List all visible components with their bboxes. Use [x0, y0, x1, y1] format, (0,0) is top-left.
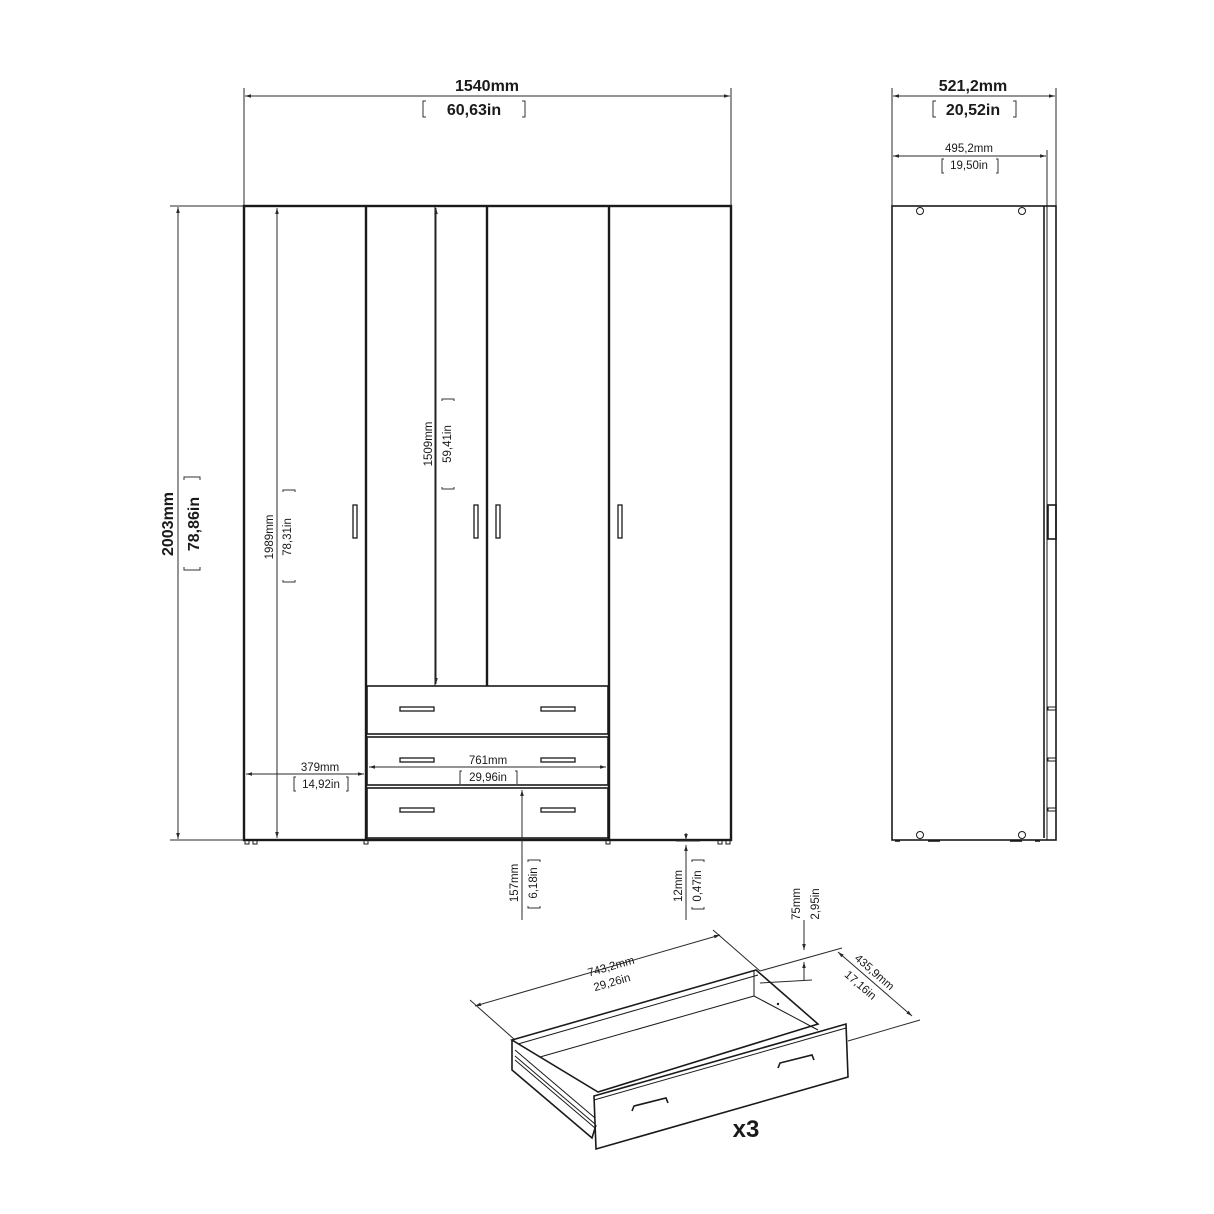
floor-clearance-mm: 12mm — [673, 870, 685, 902]
middle-section-width-mm: 761mm — [469, 755, 507, 767]
overall-height-mm: 2003mm — [160, 492, 177, 556]
cam-hole-icon — [916, 207, 924, 215]
cam-hole-icon — [916, 831, 924, 839]
overall-width-in: 60,63in — [447, 102, 501, 119]
front-view: 1540mm 60,63in 2003mm 78,86in — [160, 78, 733, 920]
carcass-depth-dimension: 495,2mm 19,50in — [893, 143, 1048, 206]
cam-hole-icon — [1018, 831, 1026, 839]
door-handle-3 — [495, 504, 501, 539]
cam-hole-icon — [1018, 207, 1026, 215]
upper-compartment-height-mm: 1509mm — [423, 422, 435, 467]
overall-width-mm: 1540mm — [455, 78, 519, 95]
feet — [244, 839, 731, 845]
drawer-detail: 743,2mm 29,26in 75mm 2,95in 435,9mm 17,1… — [469, 888, 921, 1151]
door-handle-4 — [617, 504, 623, 539]
drawer-width-dimension: 743,2mm 29,26in — [469, 929, 761, 1041]
upper-compartment-height-dimension: 1509mm 59,41in — [423, 208, 455, 684]
middle-section-width-dimension: 761mm 29,96in — [369, 755, 606, 786]
overall-width-dimension: 1540mm 60,63in — [243, 78, 732, 205]
drawer-bottom-height-mm: 157mm — [509, 864, 521, 902]
side-view: 521,2mm 20,52in 495,2mm 19,50in — [891, 78, 1057, 842]
overall-depth-mm: 521,2mm — [939, 78, 1008, 95]
drawer-height-mm: 75mm — [791, 888, 803, 920]
carcass-depth-in: 19,50in — [950, 160, 988, 172]
floor-clearance-dimension: 12mm 0,47in — [673, 833, 705, 920]
upper-compartment-height-in: 59,41in — [442, 425, 454, 463]
side-compartment-width-in: 14,92in — [302, 779, 340, 791]
overall-height-in: 78,86in — [186, 497, 203, 551]
interior-height-mm: 1989mm — [264, 515, 276, 560]
drawer-height-dimension: 75mm 2,95in — [759, 888, 822, 984]
interior-height-dimension: 1989mm 78,31in — [264, 208, 296, 838]
door-handle-2 — [473, 504, 479, 539]
middle-section-width-in: 29,96in — [469, 772, 507, 784]
side-compartment-width-mm: 379mm — [301, 762, 339, 774]
side-door-handle — [1047, 504, 1057, 540]
drawer-handle-left — [631, 1097, 669, 1112]
floor-clearance-in: 0,47in — [692, 870, 704, 901]
overall-depth-dimension: 521,2mm 20,52in — [891, 78, 1057, 206]
overall-height-dimension: 2003mm 78,86in — [160, 205, 244, 841]
side-compartment-width-dimension: 379mm 14,92in — [246, 762, 364, 792]
drawer-quantity-label: x3 — [733, 1116, 760, 1143]
drawer-bottom-height-dimension: 157mm 6,18in — [509, 790, 541, 920]
drawer-bottom-height-in: 6,18in — [528, 867, 540, 898]
front-drawers — [366, 685, 609, 839]
interior-height-in: 78,31in — [282, 518, 294, 556]
drawer-handle-right — [777, 1054, 815, 1069]
overall-depth-in: 20,52in — [946, 102, 1000, 119]
door-handle-1 — [352, 504, 358, 539]
carcass-depth-mm: 495,2mm — [945, 143, 993, 155]
drawer-height-in: 2,95in — [810, 888, 822, 919]
